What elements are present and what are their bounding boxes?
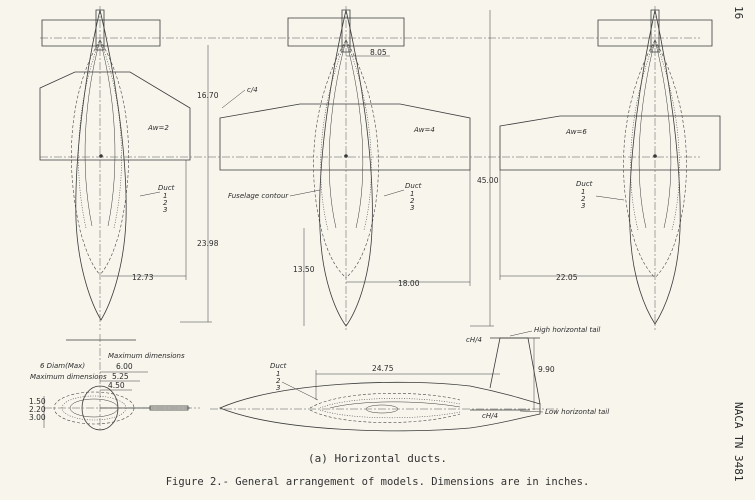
dim-2475-text: 24.75 xyxy=(372,364,394,373)
ch4-low-label: cH/4 xyxy=(482,412,498,420)
aw6-duct-2-left xyxy=(630,39,656,231)
side-view-duct-1 xyxy=(309,393,461,409)
dim-150-text: 1.50 xyxy=(29,397,46,406)
side-view-duct-1-lower xyxy=(309,409,461,423)
dim-300-text: 3.00 xyxy=(29,413,46,422)
dim-1670-text: 16.70 xyxy=(197,91,219,100)
ch4-high-label: cH/4 xyxy=(466,336,482,344)
side-duct-num-1: 1 xyxy=(276,370,280,378)
page-number: 16 xyxy=(732,6,745,20)
document-id: NACA TN 3481 xyxy=(732,402,745,482)
side-view-duct-3 xyxy=(329,401,461,409)
aw4-duct-num-1: 1 xyxy=(410,190,414,198)
aw4-duct-1-left xyxy=(313,39,347,279)
side-view-fuselage xyxy=(218,381,541,432)
low-tail-leader xyxy=(519,410,544,413)
aw6-duct-label: Duct xyxy=(576,180,593,188)
dim-4500-text: 45.00 xyxy=(477,176,499,185)
dim-525-text: 5.25 xyxy=(112,372,129,381)
aw2-duct-1-left xyxy=(71,39,101,276)
dim-220-text: 2.20 xyxy=(29,405,46,414)
subcaption: (a) Horizontal ducts. xyxy=(307,452,448,465)
quarter-chord-leader xyxy=(221,89,246,109)
aw2-fuselage xyxy=(75,9,127,321)
dim-805-text: 8.05 xyxy=(370,48,387,57)
aw2-duct-3-left xyxy=(84,39,101,227)
aw2-aspect-label: Aw=2 xyxy=(147,124,169,132)
dim-1800-text: 18.00 xyxy=(398,279,420,288)
aw2-horizontal-tail xyxy=(41,19,161,47)
quarter-chord-label: c/4 xyxy=(247,86,258,94)
aw4-duct-2-right xyxy=(345,39,372,231)
side-duct-num-3: 3 xyxy=(276,384,280,392)
aw6-wing xyxy=(499,115,721,171)
aw2-duct-num-1: 1 xyxy=(163,192,167,200)
model-aw4-top-view xyxy=(219,6,471,330)
side-duct-leader xyxy=(281,381,319,401)
aw6-duct-1-right xyxy=(654,39,687,279)
max-dims-top-label: Maximum dimensions xyxy=(108,352,185,360)
aw6-duct-3-left xyxy=(638,39,656,229)
high-tail-label: High horizontal tail xyxy=(534,326,600,334)
aw6-vertical-tail xyxy=(650,9,660,53)
aw4-duct-num-2: 2 xyxy=(410,197,415,205)
dim-450-text: 4.50 xyxy=(108,381,125,390)
model-aw2-top-view xyxy=(39,6,191,330)
side-duct-label: Duct xyxy=(270,362,287,370)
aw2-duct-num-3: 3 xyxy=(163,206,167,214)
dim-1350-text: 13.50 xyxy=(293,265,315,274)
max-dims-left-label: Maximum dimensions xyxy=(30,373,107,381)
aw4-aspect-label: Aw=4 xyxy=(413,126,435,134)
diam-max-label: 6 Diam(Max) xyxy=(40,362,85,370)
aw4-duct-1-right xyxy=(345,39,379,279)
aw6-duct-num-1: 1 xyxy=(581,188,585,196)
dim-1273-text: 12.73 xyxy=(132,273,154,282)
aw2-duct-label: Duct xyxy=(158,184,175,192)
aw6-duct-1-left xyxy=(623,39,656,279)
aw2-duct-2-left xyxy=(78,39,101,229)
front-view xyxy=(44,334,200,432)
aw4-duct-label: Duct xyxy=(405,182,422,190)
aw4-vertical-tail xyxy=(341,9,351,53)
aw2-duct-3-right xyxy=(99,39,116,227)
side-view-duct-2-lower xyxy=(319,409,461,419)
aw6-duct-2-right xyxy=(654,39,680,231)
aw2-cg-mark xyxy=(99,154,103,158)
high-tail-leader xyxy=(509,330,533,337)
aw6-duct-leader xyxy=(595,195,625,201)
fuselage-contour-leader xyxy=(289,189,321,197)
dim-600-text: 6.00 xyxy=(116,362,133,371)
aw6-duct-3-right xyxy=(654,39,672,229)
figure-caption: Figure 2.- General arrangement of models… xyxy=(165,476,590,488)
model-aw6-top-view xyxy=(499,6,721,330)
aw2-duct-num-2: 2 xyxy=(163,199,168,207)
aw2-duct-leader xyxy=(139,191,161,197)
dim-2398-text: 23.98 xyxy=(197,239,219,248)
aw6-horizontal-tail xyxy=(597,19,713,47)
aw2-duct-2-right xyxy=(99,39,122,229)
side-view-vertical-tail xyxy=(489,337,541,405)
aw4-duct-3-left xyxy=(328,39,347,229)
low-tail-label: Low horizontal tail xyxy=(545,408,609,416)
dim-2205-text: 22.05 xyxy=(556,273,578,282)
dim-990-text: 9.90 xyxy=(538,365,555,374)
aw4-duct-2-left xyxy=(320,39,347,231)
aw4-duct-num-3: 3 xyxy=(410,204,414,212)
side-duct-num-2: 2 xyxy=(276,377,281,385)
general-arrangement-drawing: Aw=2 Duct 1 2 3 12.73 23.98 16.70 Aw=4 D… xyxy=(29,6,721,432)
side-view xyxy=(210,337,560,432)
aw4-duct-3-right xyxy=(345,39,364,229)
aw4-wing xyxy=(219,103,471,171)
fuselage-contour-label: Fuselage contour xyxy=(228,192,289,200)
aw6-aspect-label: Aw=6 xyxy=(565,128,587,136)
aw2-duct-1-right xyxy=(99,39,129,276)
aw6-duct-num-2: 2 xyxy=(581,195,586,203)
aw6-duct-num-3: 3 xyxy=(581,202,585,210)
aw4-horizontal-tail xyxy=(287,17,405,47)
aw2-wing xyxy=(39,71,191,161)
side-view-duct-2 xyxy=(319,398,461,409)
aw4-duct-leader xyxy=(383,189,405,197)
